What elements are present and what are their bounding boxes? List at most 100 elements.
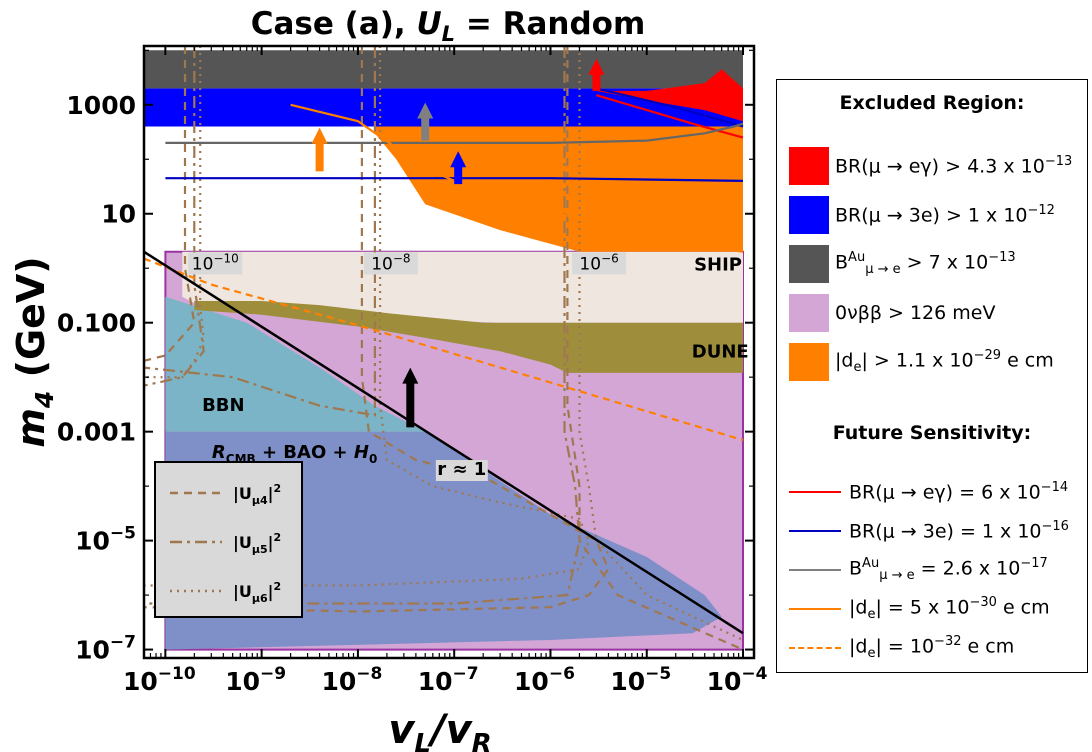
mixing-curve-dotted xyxy=(144,46,590,587)
x-tick-label: 10−4 xyxy=(707,664,768,696)
arrow-shaft xyxy=(406,381,415,428)
arrow-shaft xyxy=(592,72,601,91)
legend-item-excluded: |de| > 1.1 x 10−29 e cm xyxy=(789,342,1054,382)
region-edm xyxy=(374,95,743,252)
arrow-head xyxy=(311,127,328,144)
legend-item-future: BAuμ → e = 2.6 x 10−17 xyxy=(789,550,1048,590)
mixing-legend: |Uμ4|2 |Uμ5|2 |Uμ6|2 xyxy=(154,461,303,618)
x-tick-label: 10−10 xyxy=(123,664,196,696)
legend-item-excluded: 0νββ > 126 meV xyxy=(789,293,995,333)
legend-line xyxy=(789,608,841,610)
legend-swatch xyxy=(789,343,829,381)
mixing-curves xyxy=(144,46,744,651)
legend-label: BR(μ → eγ) > 4.3 x 10−13 xyxy=(835,154,1073,178)
region-mu_e_conv xyxy=(144,50,743,89)
legend-swatch xyxy=(789,294,829,332)
legend-item-future: |de| = 5 x 10−30 e cm xyxy=(789,589,1050,629)
contour-label: 10−10 xyxy=(192,251,239,274)
excluded-title: Excluded Region: xyxy=(839,92,1025,114)
y-tick-label: 0.001 xyxy=(57,418,136,447)
future-line xyxy=(144,257,744,442)
arrow-head xyxy=(402,367,419,384)
legend-swatch xyxy=(789,245,829,283)
legend-swatch xyxy=(789,196,829,234)
x-tick-label: 10−5 xyxy=(610,664,671,696)
mixing-legend-label: |Uμ4|2 xyxy=(233,482,281,507)
cmb-bao-label: RCMB + BAO + H0 xyxy=(212,442,377,466)
mixing-curve-dashdot xyxy=(144,46,376,417)
legend-label: BAuμ → e > 7 x 10−13 xyxy=(835,250,1016,278)
arrow-shaft xyxy=(454,165,463,185)
y-axis-label: m4 (GeV) xyxy=(9,256,59,447)
mixing-curve-dashdot xyxy=(144,46,205,387)
r-line xyxy=(144,250,744,635)
legend-box: Excluded Region: BR(μ → eγ) > 4.3 x 10−1… xyxy=(776,79,1088,673)
arrow-head xyxy=(417,102,434,119)
legend-item-future: |de| = 10−32 e cm xyxy=(789,628,1014,668)
mixing-legend-label: |Uμ6|2 xyxy=(233,580,281,605)
x-tick-label: 10−9 xyxy=(225,664,286,696)
y-tick-label: 1000 xyxy=(66,91,136,120)
legend-label: |de| > 1.1 x 10−29 e cm xyxy=(835,348,1054,376)
contour-label-bg xyxy=(572,252,627,275)
contour-label: 10−6 xyxy=(579,251,618,274)
annotation-label: DUNE xyxy=(692,341,749,362)
x-axis-label: vL/vR xyxy=(388,707,491,752)
label-bg xyxy=(435,460,488,482)
mixing-legend-label: |Uμ5|2 xyxy=(233,531,281,556)
legend-line xyxy=(789,530,841,532)
legend-item-excluded: BR(μ → eγ) > 4.3 x 10−13 xyxy=(789,146,1072,186)
mixing-curve-dashed xyxy=(144,46,196,362)
mixing-curve-dashed xyxy=(566,46,744,651)
mixing-curve-dashdot xyxy=(144,46,581,605)
region-mu3e xyxy=(144,88,743,127)
r-equals-one-line xyxy=(144,250,744,635)
y-tick-label: 0.100 xyxy=(57,309,136,338)
legend-label: BAuμ → e = 2.6 x 10−17 xyxy=(849,556,1048,584)
mixing-curve-dashed xyxy=(144,46,610,613)
contour-label-bg xyxy=(363,252,418,275)
legend-label: BR(μ → eγ) = 6 x 10−14 xyxy=(849,480,1069,504)
y-tick-label: 10−5 xyxy=(75,524,136,556)
x-tick-label: 10−6 xyxy=(514,664,575,696)
legend-label: |de| = 10−32 e cm xyxy=(849,634,1015,662)
legend-label: 0νββ > 126 meV xyxy=(835,302,996,324)
future-line xyxy=(596,87,744,128)
contour-label: 10−8 xyxy=(371,251,410,274)
legend-line xyxy=(789,491,841,493)
arrows xyxy=(311,58,605,428)
legend-label: BR(μ → 3e) = 1 x 10−16 xyxy=(849,519,1069,543)
legend-line xyxy=(789,647,841,649)
arrow-shaft xyxy=(315,141,324,172)
legend-label: |de| = 5 x 10−30 e cm xyxy=(849,595,1050,623)
future-title: Future Sensitivity: xyxy=(832,422,1032,444)
annotation-label: r ≈ 1 xyxy=(437,459,486,480)
legend-swatch xyxy=(789,147,829,185)
annotation-label: BBN xyxy=(202,395,245,416)
y-tick-label: 10 xyxy=(101,200,136,229)
legend-item-future: BR(μ → 3e) = 1 x 10−16 xyxy=(789,511,1069,551)
future-line xyxy=(165,122,744,144)
chart-title: Case (a), UL = Random xyxy=(251,6,646,46)
plot-frame xyxy=(142,44,756,660)
x-tick-label: 10−7 xyxy=(418,664,479,696)
contour-label-bg xyxy=(188,252,243,275)
mixing-legend-box xyxy=(154,461,303,618)
region-mu_e_gamma xyxy=(596,69,743,122)
x-axis-ticks: 10−10 10−9 10−8 10−7 10−6 10−5 10−4 xyxy=(123,46,768,696)
region-BBN xyxy=(165,296,426,432)
mixing-curve-dotted xyxy=(144,46,205,379)
legend-item-excluded: BAuμ → e > 7 x 10−13 xyxy=(789,244,1016,284)
legend-item-excluded: BR(μ → 3e) > 1 x 10−12 xyxy=(789,195,1055,235)
annotation-label: SHIP xyxy=(694,255,742,276)
legend-label: BR(μ → 3e) > 1 x 10−12 xyxy=(835,203,1055,227)
legend-item-future: BR(μ → eγ) = 6 x 10−14 xyxy=(789,472,1068,512)
legend-line xyxy=(789,569,841,571)
arrow-shaft xyxy=(421,116,430,141)
x-tick-label: 10−8 xyxy=(321,664,382,696)
excluded-regions xyxy=(144,50,744,651)
arrow-head xyxy=(588,58,605,75)
